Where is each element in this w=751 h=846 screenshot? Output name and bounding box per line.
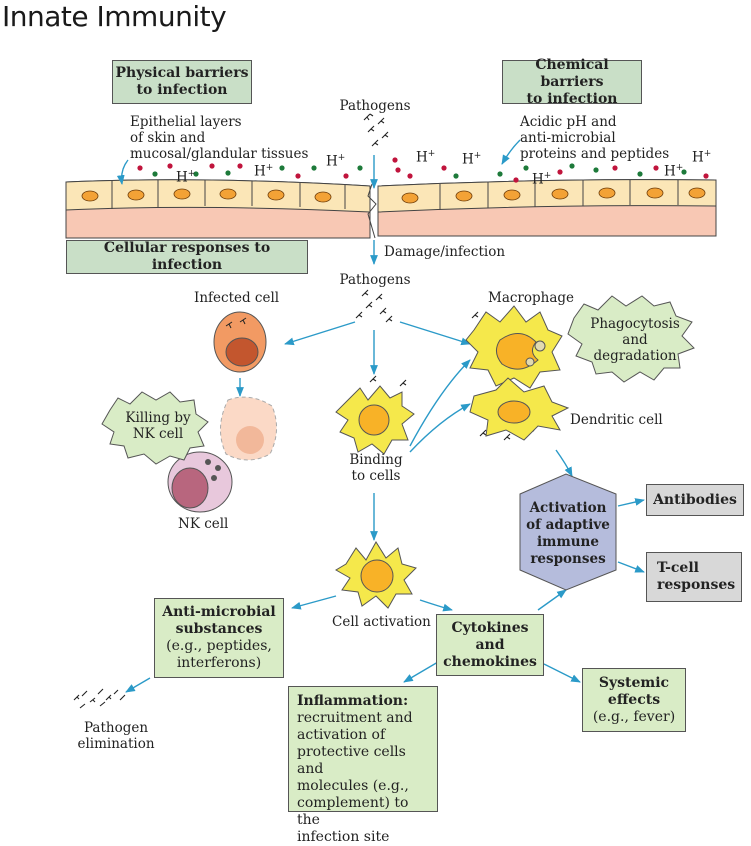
tcell-line1: T-cell (657, 560, 699, 576)
pathogen-icons (73, 113, 535, 709)
systemic-effects-box: Systemic effects (e.g., fever) (582, 668, 686, 732)
adaptive-hexagon (519, 473, 617, 591)
phagocytosis-line3: degradation (593, 348, 677, 364)
antibodies-box: Antibodies (646, 484, 744, 516)
h-plus-6: H+ (532, 171, 552, 188)
antimicrobial-box: Anti-microbial substances (e.g., peptide… (154, 598, 284, 678)
acidic-line2: anti-microbial (520, 130, 616, 146)
adaptive-line1: Activation (529, 500, 607, 516)
chemical-barriers-line2: to infection (526, 90, 618, 107)
damage-label: Damage/infection (384, 244, 506, 260)
dying-cell (220, 396, 277, 461)
nk-cell (167, 451, 233, 513)
antibodies-label: Antibodies (653, 491, 737, 508)
acidic-line3: proteins and peptides (520, 146, 670, 162)
phagocytosis-line2: and (622, 332, 648, 348)
antimicrobial-line1: Anti-microbial (162, 604, 276, 620)
tcell-box: T-cell responses (646, 552, 742, 602)
killing-line2: NK cell (132, 426, 184, 442)
killing-by-nk-label: Killing by NK cell (112, 410, 204, 442)
killing-badge (101, 391, 209, 465)
molecule-dots (137, 157, 709, 183)
chemical-barriers-box: Chemical barriers to infection (502, 56, 642, 107)
cytokines-line3: chemokines (443, 653, 537, 670)
activated-cell (335, 541, 417, 609)
binding-cell (335, 385, 415, 455)
physical-barriers-box: Physical barriers to infection (112, 60, 252, 104)
acidic-label: Acidic pH and anti-microbial proteins an… (520, 114, 700, 162)
inflammation-line4: molecules (e.g., (297, 778, 409, 794)
epithelium-left (65, 179, 371, 239)
epithelium-right (377, 179, 717, 237)
h-plus-4: H+ (416, 149, 436, 166)
physical-barriers-line2: to infection (136, 82, 228, 98)
pathogen-elim-line1: Pathogen (83, 720, 149, 736)
inflammation-line6: infection site (297, 829, 390, 845)
epithelial-line1: Epithelial layers (130, 114, 242, 130)
adaptive-label: Activation of adaptive immune responses (520, 500, 616, 568)
tcell-line2: responses (657, 577, 736, 593)
binding-label: Binding to cells (336, 452, 416, 484)
acidic-line1: Acidic pH and (520, 114, 617, 130)
physical-barriers-line1: Physical barriers (115, 65, 249, 81)
cellular-responses-box: Cellular responses to infection (66, 240, 308, 274)
pathogen-elimination-label: Pathogen elimination (68, 720, 164, 752)
antimicrobial-line4: interferons) (176, 655, 262, 671)
dendritic-cell-label: Dendritic cell (570, 412, 663, 428)
dendritic-cell (469, 377, 570, 441)
macrophage-cell (465, 305, 563, 389)
page-title: Innate Immunity (2, 0, 227, 33)
phagocytosis-badge (567, 295, 695, 383)
inflammation-line3: protective cells and (297, 744, 406, 777)
chemical-barriers-line1: Chemical barriers (535, 56, 609, 90)
cell-activation-label: Cell activation (332, 614, 431, 630)
inflammation-box: Inflammation: recruitment and activation… (288, 686, 438, 845)
pathogens-top-label: Pathogens (339, 98, 411, 114)
killing-line1: Killing by (125, 410, 191, 426)
antimicrobial-line3: (e.g., peptides, (166, 638, 272, 654)
cytokines-line1: Cytokines (451, 619, 529, 636)
infected-cell-label: Infected cell (194, 290, 280, 306)
h-plus-1: H+ (176, 169, 196, 186)
h-plus-7: H+ (664, 163, 684, 180)
phagocytosis-line1: Phagocytosis (590, 316, 680, 332)
h-plus-8: H+ (692, 149, 712, 166)
macrophage-label: Macrophage (488, 290, 575, 306)
infected-cell (213, 311, 267, 373)
diagram-canvas (65, 113, 717, 709)
inflammation-title: Inflammation: (297, 693, 409, 709)
adaptive-line4: responses (530, 551, 606, 567)
pathogen-elim-line2: elimination (77, 736, 155, 752)
systemic-line2: effects (607, 691, 661, 708)
pathogens-mid-label: Pathogens (339, 272, 411, 288)
h-plus-2: H+ (254, 163, 274, 180)
adaptive-line3: immune (537, 534, 599, 550)
cytokines-box: Cytokines and chemokines (436, 614, 544, 676)
inflammation-line5: complement) to the (297, 795, 409, 828)
inflammation-line1: recruitment and (297, 710, 413, 726)
antimicrobial-line2: substances (175, 621, 263, 637)
h-plus-3: H+ (326, 153, 346, 170)
systemic-line3: (e.g., fever) (592, 708, 676, 725)
cellular-responses-label: Cellular responses to infection (103, 240, 271, 273)
binding-line2: to cells (351, 468, 401, 484)
systemic-line1: Systemic (598, 674, 670, 691)
adaptive-line2: of adaptive (526, 517, 610, 533)
cytokines-line2: and (475, 636, 505, 653)
h-plus-5: H+ (462, 151, 482, 168)
inflammation-line2: activation of (297, 727, 386, 743)
epithelial-line2: of skin and (130, 130, 206, 146)
epithelial-line3: mucosal/glandular tissues (130, 146, 309, 162)
phagocytosis-label: Phagocytosis and degradation (580, 316, 690, 364)
nk-cell-label: NK cell (178, 516, 229, 532)
arrows (116, 139, 645, 693)
epithelial-label: Epithelial layers of skin and mucosal/gl… (130, 114, 340, 162)
binding-line1: Binding (349, 452, 403, 468)
